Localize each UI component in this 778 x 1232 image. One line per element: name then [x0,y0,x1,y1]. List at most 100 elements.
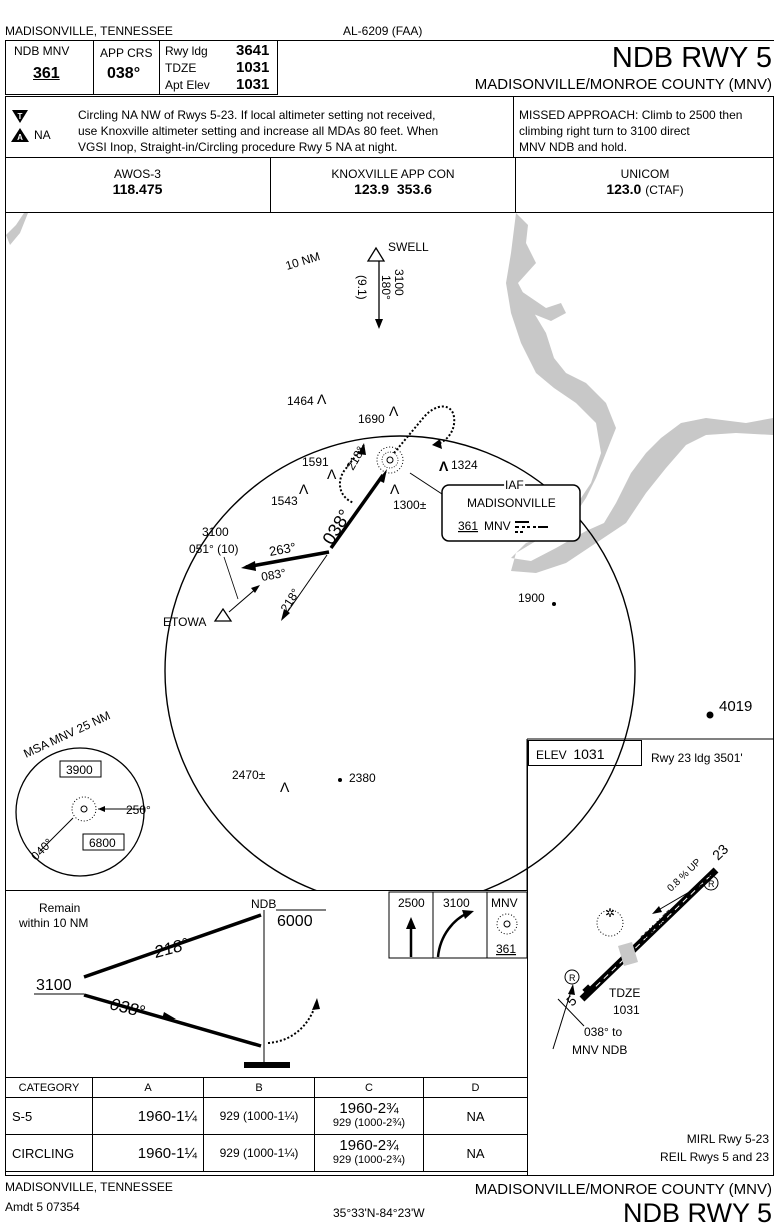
iaf-label: IAF [505,478,524,492]
rwy23-landing: Rwy 23 ldg 3501' [651,751,743,765]
minimums-header: C [314,1077,424,1098]
app-crs-box: APP CRS 038° [93,40,160,95]
swell-label: SWELL [388,240,429,254]
minimums-header: B [203,1077,315,1098]
airport-name: MADISONVILLE/MONROE COUNTY (MNV) [474,76,772,93]
ma-icon-freq: 361 [496,942,516,956]
missed-line: MISSED APPROACH: Climb to 2500 then [519,108,743,122]
obstacle-icon: Λ [280,779,290,795]
comm-approach: KNOXVILLE APP CON 123.9 353.6 [271,158,515,212]
obstacle-icon: Λ [439,458,449,474]
apt-elev-label: Apt Elev [165,78,210,92]
ndb-freq: 361 [33,65,60,82]
footer-title: NDB RWY 5 [622,1198,772,1228]
tdze-label: TDZE [165,61,197,75]
profile-altitude: 6000 [277,913,313,930]
comm-name: UNICOM [620,167,670,181]
msa-bearing: 250° [126,803,151,817]
app-crs-label: APP CRS [100,46,153,60]
minimums-header: A [92,1077,204,1098]
minimums-cell: 929 (1000-1¼) [203,1097,315,1135]
comm-freq: 123.0 [606,181,642,197]
chart-title: NDB RWY 5 [611,42,772,74]
ring-label: 10 NM [284,249,322,273]
runway-dimensions: 3641 X 75 [638,908,674,944]
ma-icon-altitude: 3100 [443,896,470,910]
comm-name: KNOXVILLE APP CON [331,167,455,181]
profile-altitude: 3100 [36,977,72,994]
plan-view: 10 NM SWELL 3100 180° (9.1) 1464 Λ 1690 … [6,213,773,890]
obstacle-label: 1464 [287,394,314,408]
footer-airport: MADISONVILLE/MONROE COUNTY (MNV) [474,1181,772,1198]
obstacle-label: 1543 [271,494,298,508]
obstacle-dot [338,778,342,782]
svg-text:R: R [708,879,715,889]
svg-text:A: A [17,133,23,142]
runway-number: 23 [709,841,731,863]
remain-note: Remain [39,901,80,915]
obstacle-label: 1324 [451,458,478,472]
climb-arrow-icon [406,917,416,929]
minimums-header: CATEGORY [5,1077,93,1098]
minimums-cell: 929 (1000-2¾) [332,1117,406,1129]
iaf-id: MNV [484,519,511,533]
etowa-label: ETOWA [163,615,206,629]
missed-line: MNV NDB and hold. [519,140,628,154]
obstacles: 1464 Λ 1690 Λ 1591 Λ Λ 1324 1543 Λ Λ 130… [232,391,752,795]
beacon-icon [596,909,624,937]
msa-label: MSA MNV 25 NM [21,708,112,760]
ndb-icon [376,446,404,474]
iaf-name: MADISONVILLE [467,496,556,510]
lighting-note: REIL Rwys 5 and 23 [660,1150,769,1164]
obstacle-label: 1300± [393,498,427,512]
minimums-header: D [423,1077,528,1098]
iaf-freq: 361 [458,519,478,533]
morse-code-icon [515,521,548,533]
minimums-category: S-5 [5,1097,93,1135]
tdze-value: 1031 [236,59,270,76]
footer-city-state: MADISONVILLE, TENNESSEE [5,1180,173,1194]
outbound-course: 218° [278,586,303,615]
obstacle-icon: Λ [317,391,327,407]
ma-ndb-icon [496,913,518,935]
feeder-course: 263° [268,540,297,559]
swell-alt: 3100 [392,269,406,296]
comm-freq: 123.9 353.6 [354,181,432,197]
obstacle-icon: Λ [389,403,399,419]
profile-ndb-label: NDB [251,897,276,911]
msa-circle [15,747,145,877]
comm-name: AWOS-3 [114,167,161,181]
header-city-state: MADISONVILLE, TENNESSEE [5,24,173,38]
obstacle-icon: Λ [299,481,309,497]
rwy-ldg-value: 3641 [236,42,270,59]
missed-line: climbing right turn to 3100 direct [519,124,690,138]
etowa-fix-icon [213,607,233,622]
minimums-cell: 1960-2¾ [339,1100,399,1117]
feeder-course-reverse: 083° [260,566,287,584]
obstacle-label: 2470± [232,768,266,782]
tdze-value: 1031 [613,1003,640,1017]
course-note: MNV NDB [572,1043,627,1057]
elev-value: 1031 [573,746,605,762]
minimums-cell: 1960-2¾ [339,1137,399,1154]
takeoff-alternate-icon: T A [11,110,29,142]
airport-elev-box: ELEV 1031 [528,740,642,766]
svg-text:T: T [18,112,23,121]
swell-fix-icon [366,246,386,262]
obstacle-label: 1591 [302,455,329,469]
note-line: use Knoxville altimeter setting and incr… [78,124,439,138]
comm-unicom: UNICOM 123.0 (CTAF) [516,158,774,212]
minimums-cell: 1960-1¼ [92,1097,204,1135]
procedure-id: AL-6209 (FAA) [343,24,423,38]
profile-outbound-course: 218° [151,934,191,962]
obstacle-label: 1690 [358,412,385,426]
missed-approach: MISSED APPROACH: Climb to 2500 then clim… [519,107,742,155]
swell-dist: (9.1) [355,275,369,300]
obstacle-icon: Λ [390,481,400,497]
rwy-ldg-label: Rwy ldg [165,44,208,58]
briefing-notes: Circling NA NW of Rwys 5-23. If local al… [78,107,438,155]
final-course-label: 038° [318,506,355,548]
comm-awos: AWOS-3 118.475 [5,158,270,212]
